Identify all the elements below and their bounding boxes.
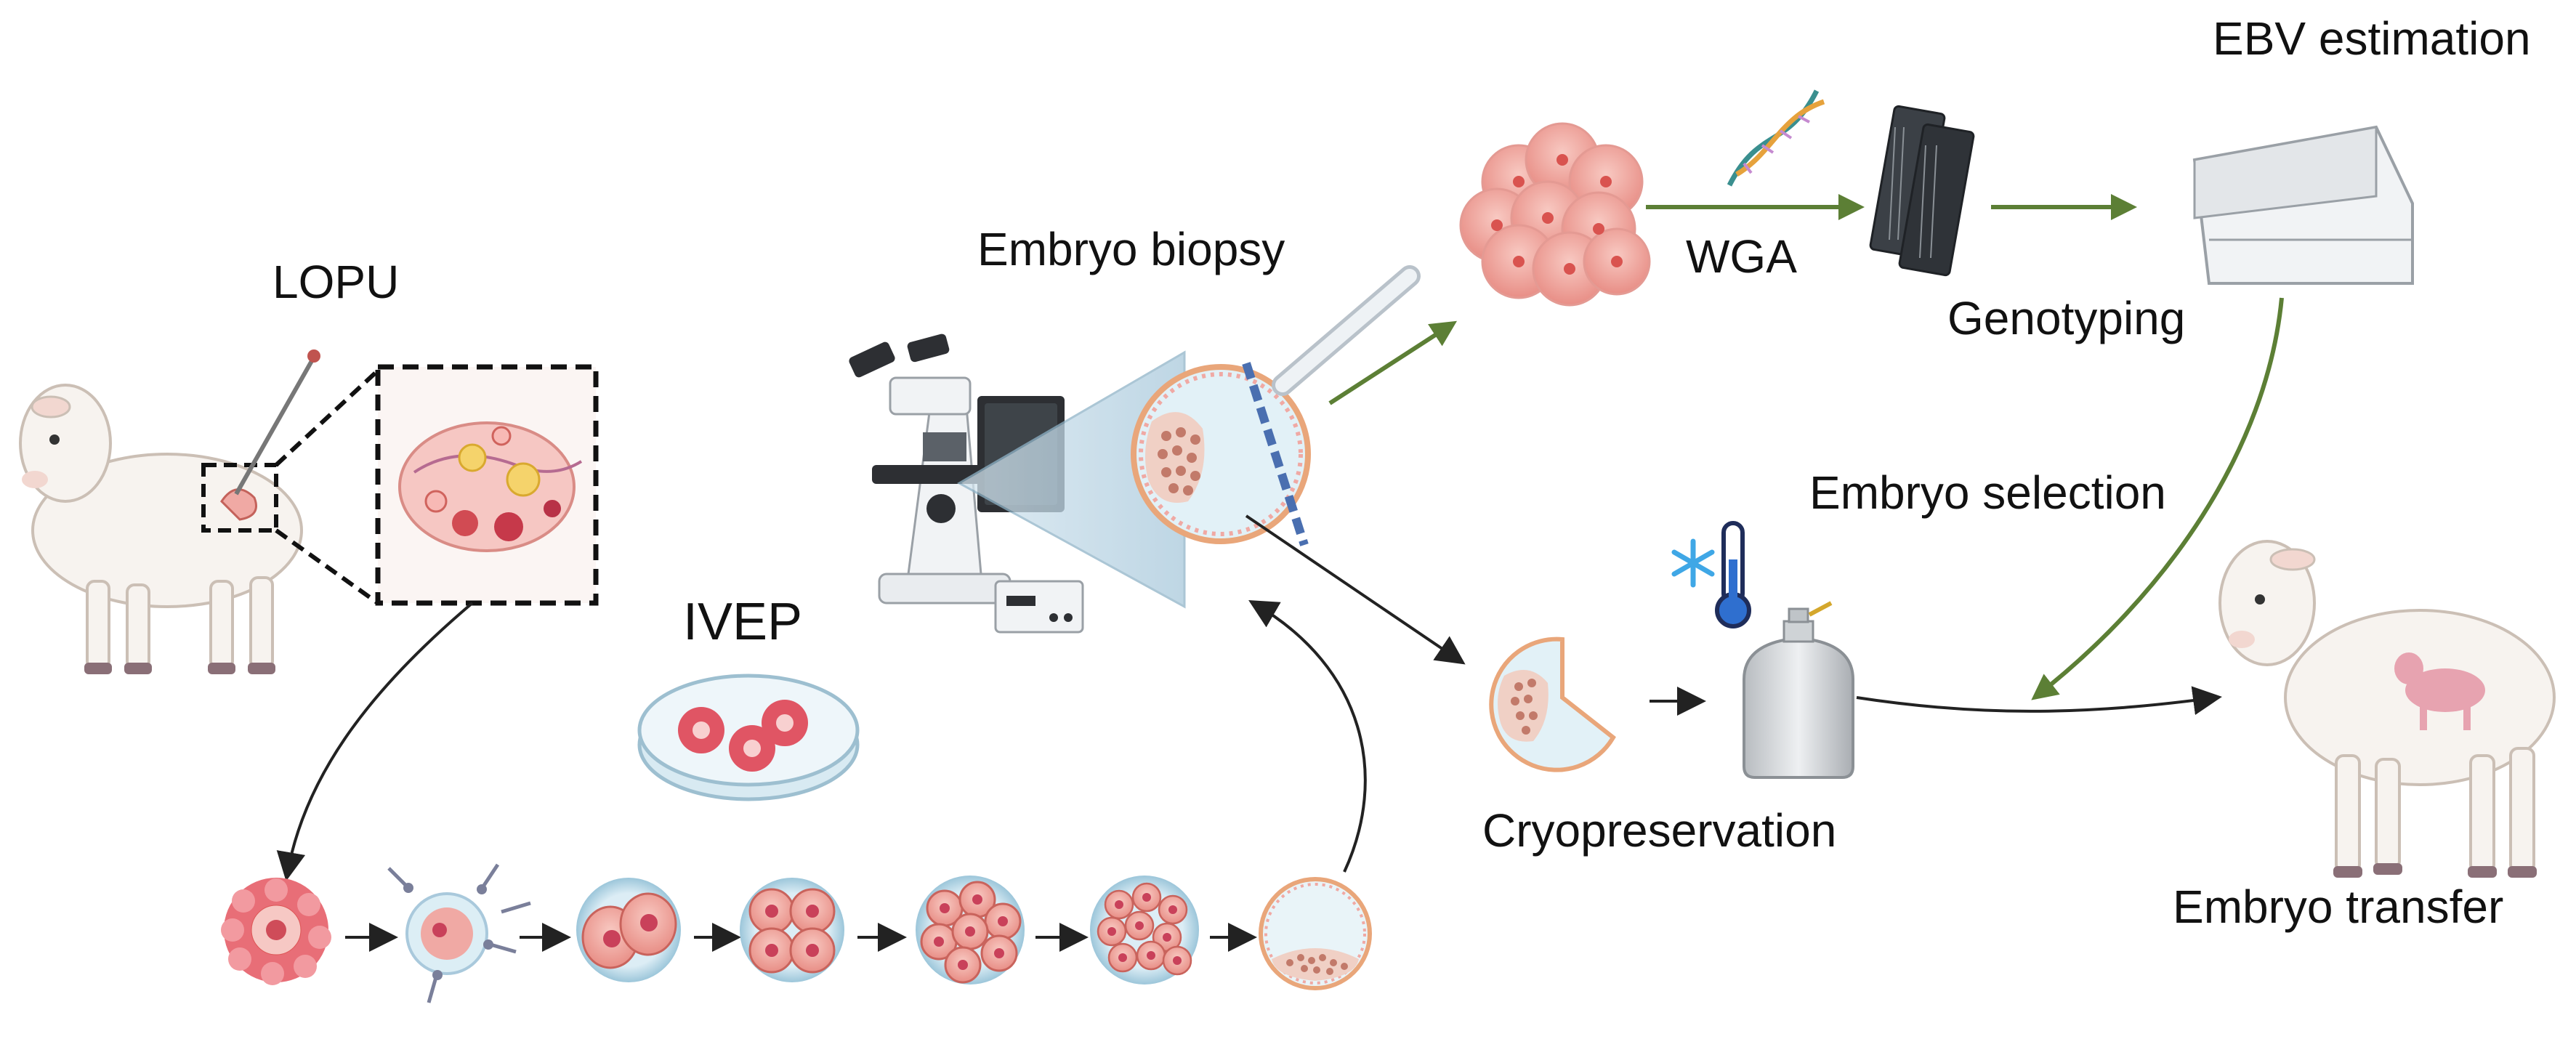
label-embryo-biopsy: Embryo biopsy	[977, 223, 1285, 275]
sheep-recipient-icon	[2218, 540, 2556, 878]
label-cryopreservation: Cryopreservation	[1482, 804, 1836, 857]
stage-4-cell	[740, 878, 844, 982]
ovary-inset-marker	[201, 463, 278, 533]
label-genotyping: Genotyping	[1947, 292, 2185, 344]
label-lopu: LOPU	[272, 256, 399, 308]
liquid-nitrogen-tank-icon	[1743, 601, 1854, 779]
biopsy-pipette-icon	[1272, 265, 1421, 396]
label-embryo-selection: Embryo selection	[1809, 466, 2166, 519]
blastocyst-biopsy-icon	[1131, 362, 1311, 546]
biopsied-cells-icon	[1459, 122, 1651, 307]
label-wga: WGA	[1686, 230, 1797, 283]
label-ebv-estimation: EBV estimation	[2213, 12, 2531, 65]
cryo-blastocyst-icon	[1489, 636, 1616, 772]
thermometer-icon	[1715, 521, 1751, 628]
oocyte-collection-needle-icon	[234, 349, 320, 496]
dna-helix-icon	[1727, 89, 1825, 187]
stage-blastocyst	[1259, 877, 1372, 990]
label-ivep: IVEP	[683, 593, 802, 651]
stage-cumulus-oocyte-complex	[221, 878, 331, 985]
stage-fertilization	[387, 863, 531, 1003]
ovary-icon	[375, 364, 599, 606]
petri-dish-icon	[637, 674, 860, 801]
genotyping-chip-icon	[1869, 105, 1975, 277]
stage-2-cell	[576, 878, 681, 982]
snowflake-icon	[1671, 538, 1715, 588]
stage-morula	[1090, 876, 1199, 985]
sequencer-icon	[2192, 125, 2414, 285]
stage-8-cell	[916, 876, 1025, 985]
label-embryo-transfer: Embryo transfer	[2173, 881, 2503, 933]
